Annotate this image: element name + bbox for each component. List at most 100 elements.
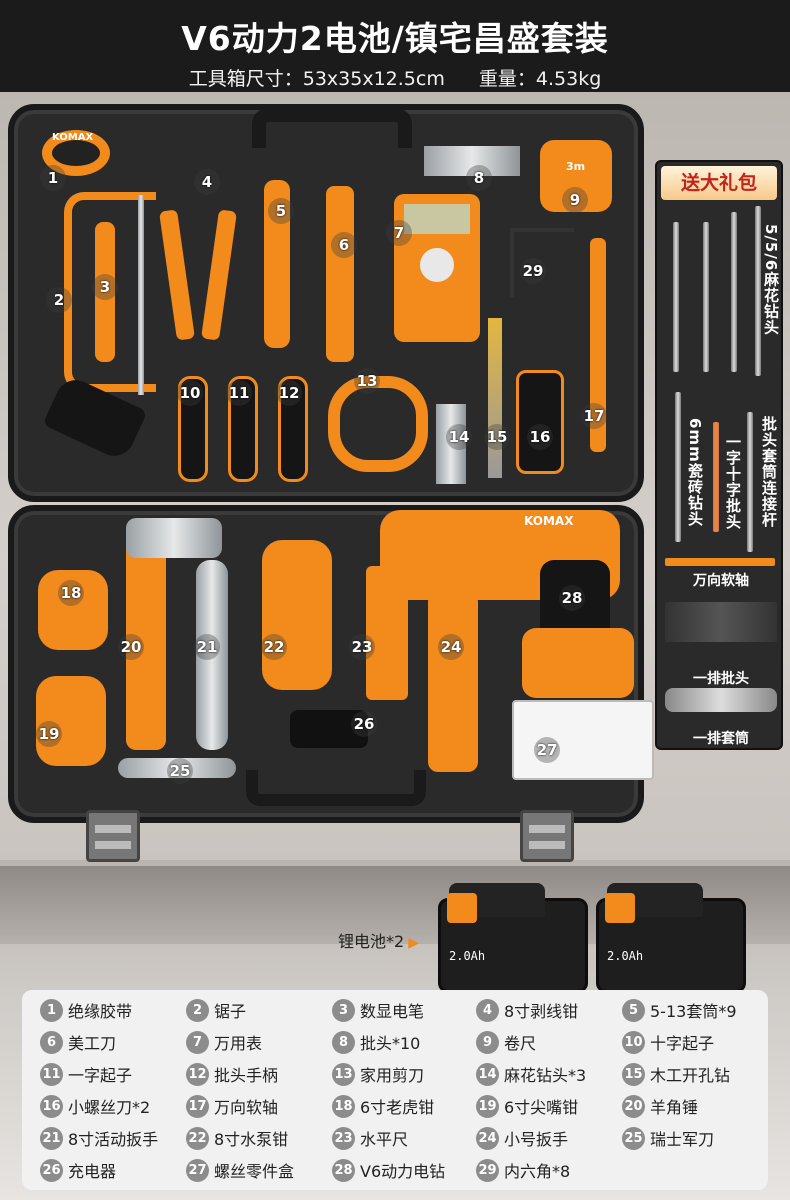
screwdriver-flat — [228, 376, 258, 482]
socket-row-label: 一排套筒 — [693, 731, 749, 747]
legend-number-badge: 21 — [40, 1126, 63, 1150]
battery-note-text: 锂电池*2 — [338, 932, 405, 951]
marker-21: 21 — [194, 634, 220, 660]
marker-13: 13 — [354, 368, 380, 394]
legend-number-badge: 12 — [186, 1062, 209, 1086]
legend-label: 万向软轴 — [214, 1098, 279, 1117]
drill-bit-3 — [731, 212, 737, 372]
legend-label: 8寸活动扳手 — [68, 1130, 159, 1149]
utility-knife — [326, 186, 354, 362]
drill-bit-4 — [755, 206, 761, 376]
marker-11: 11 — [226, 380, 252, 406]
marker-2: 2 — [46, 287, 72, 313]
adjustable-wrench — [196, 560, 228, 750]
hammer-head — [126, 518, 222, 558]
legend-number-badge: 16 — [40, 1094, 63, 1118]
hacksaw — [64, 192, 156, 392]
marker-10: 10 — [177, 380, 203, 406]
battery-2-clip — [605, 893, 635, 923]
gift-panel: 送大礼包 5/5/6麻花钻头 6mm瓷砖钻头 一字十字批头 批头套筒连接杆 万向… — [655, 160, 783, 750]
legend-label: 8寸剥线钳 — [504, 1002, 579, 1021]
marker-4: 4 — [194, 169, 220, 195]
legend-label: 家用剪刀 — [360, 1066, 425, 1085]
marker-12: 12 — [276, 380, 302, 406]
latch-right — [520, 810, 574, 862]
legend-item: 10 十字起子 — [622, 1030, 768, 1060]
legend-label: 批头手柄 — [214, 1066, 279, 1085]
marker-28: 28 — [559, 585, 585, 611]
legend-label: 美工刀 — [68, 1034, 117, 1053]
tape-measure — [540, 140, 612, 212]
legend-item: 12 批头手柄 — [186, 1062, 332, 1092]
battery-1-capacity: 2.0Ah — [449, 949, 486, 963]
gift-title: 送大礼包 — [661, 166, 777, 200]
legend-number-badge: 9 — [476, 1030, 499, 1054]
drill-bit-2 — [703, 222, 709, 372]
battery-1-clip — [447, 893, 477, 923]
legend-label: 十字起子 — [650, 1034, 715, 1053]
battery-1: 2.0Ah — [438, 883, 588, 993]
legend-number-badge: 28 — [332, 1158, 355, 1182]
legend-label: 5-13套筒*9 — [650, 1002, 737, 1021]
water-pump-pliers — [262, 540, 332, 690]
tape-label: 3m — [566, 160, 585, 173]
legend-number-badge: 6 — [40, 1030, 63, 1054]
marker-19: 19 — [36, 721, 62, 747]
multimeter-dial — [414, 242, 460, 288]
legend-label: 8寸水泵钳 — [214, 1130, 289, 1149]
legend-number-badge: 18 — [332, 1094, 355, 1118]
legend-label: 一字起子 — [68, 1066, 133, 1085]
legend-label: 卷尺 — [504, 1034, 537, 1053]
legend-number-badge: 29 — [476, 1158, 499, 1182]
battery-2-capacity: 2.0Ah — [607, 949, 644, 963]
legend-number-badge: 8 — [332, 1030, 355, 1054]
bit-row-label: 一排批头 — [693, 671, 749, 687]
charger — [290, 710, 368, 748]
legend-number-badge: 10 — [622, 1030, 645, 1054]
latch-left — [86, 810, 140, 862]
legend-label: 小螺丝刀*2 — [68, 1098, 151, 1117]
marker-1: 1 — [40, 165, 66, 191]
legend-item: 16 小螺丝刀*2 — [40, 1094, 186, 1124]
flex-shaft-gift — [665, 558, 775, 566]
bit-row — [665, 602, 777, 642]
marker-5: 5 — [268, 198, 294, 224]
legend-label: 瑞士军刀 — [650, 1130, 715, 1149]
legend-item: 9 卷尺 — [476, 1030, 622, 1060]
legend-number-badge: 22 — [186, 1126, 209, 1150]
drill-bit-1 — [673, 222, 679, 372]
legend-number-badge: 5 — [622, 998, 645, 1022]
page-header: V6动力2电池/镇宅昌盛套装 工具箱尺寸：53x35x12.5cm 重量：4.5… — [0, 0, 790, 92]
legend-label: 内六角*8 — [504, 1162, 571, 1181]
legend-number-badge: 13 — [332, 1062, 355, 1086]
marker-18: 18 — [58, 580, 84, 606]
legend-label: 木工开孔钻 — [650, 1066, 731, 1085]
voltage-pen — [95, 222, 115, 362]
needle-nose-pliers — [36, 676, 106, 766]
drill-bits-label: 5/5/6麻花钻头 — [762, 224, 780, 336]
claw-hammer — [126, 520, 166, 750]
marker-8: 8 — [466, 165, 492, 191]
legend-label: 万用表 — [214, 1034, 263, 1053]
marker-25: 25 — [167, 758, 193, 784]
screwdriver-cross — [178, 376, 208, 482]
tape-label-text: 3m — [566, 160, 586, 173]
battery-2: 2.0Ah — [596, 883, 746, 993]
pipe-wrench — [428, 592, 478, 772]
legend-number-badge: 2 — [186, 998, 209, 1022]
legend-number-badge: 26 — [40, 1158, 63, 1182]
marker-26: 26 — [351, 711, 377, 737]
scissors — [328, 376, 428, 472]
legend-label: 充电器 — [68, 1162, 117, 1181]
flex-shaft — [590, 238, 606, 452]
specs-line: 工具箱尺寸：53x35x12.5cm 重量：4.53kg — [0, 64, 790, 91]
legend-item: 29 内六角*8 — [476, 1158, 622, 1188]
extension-rod — [747, 412, 753, 552]
drill-brand: KOMAX — [524, 514, 573, 528]
